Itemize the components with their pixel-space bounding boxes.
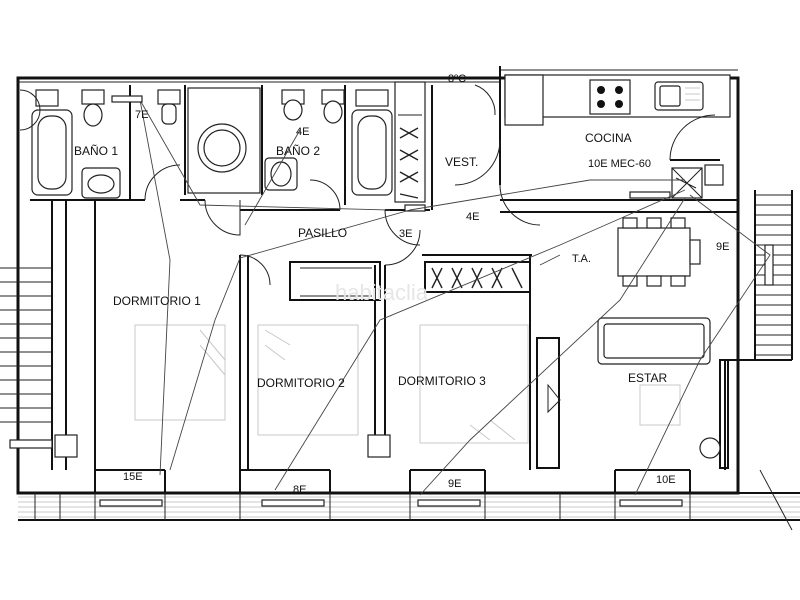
label-bano2-outlet: 4E: [296, 126, 309, 138]
vent-grilles: [99, 95, 683, 507]
facade-hatch: [18, 493, 800, 520]
label-bano1: BAÑO 1: [74, 144, 118, 158]
label-dormitorio2-outlet: 8E: [293, 484, 306, 496]
bedroom-furniture: [9, 324, 721, 459]
interior-walls: [30, 85, 738, 493]
label-dormitorio3: DORMITORIO 3: [398, 374, 486, 388]
right-stairs: [720, 190, 793, 531]
hvac-labels: 7E 4E 8ºC 10E MEC-60 4E 3E T.A. 9E 15E 8…: [123, 73, 729, 496]
label-pasillo-outlet-b: 3E: [399, 228, 412, 240]
living-furniture: [597, 217, 711, 365]
label-dormitorio2: DORMITORIO 2: [257, 376, 345, 390]
door-swings: [19, 84, 716, 286]
label-bano1-outlet: 7E: [135, 109, 148, 121]
label-estar: ESTAR: [628, 371, 667, 385]
label-cocina: COCINA: [585, 131, 632, 145]
label-pasillo: PASILLO: [298, 226, 347, 240]
label-dormitorio1: DORMITORIO 1: [113, 294, 201, 308]
hvac-duct-lines: [114, 98, 771, 496]
label-estar-outlet: 9E: [716, 241, 729, 253]
label-estar-window-outlet: 10E: [656, 474, 676, 486]
label-vestibulo-temp: 8ºC: [448, 73, 466, 85]
label-vestibulo: VEST.: [445, 155, 478, 169]
kitchen-fixtures: [404, 74, 774, 286]
left-stairs: [0, 200, 67, 470]
room-labels: BAÑO 1 BAÑO 2 VEST. COCINA PASILLO DORMI…: [74, 131, 667, 390]
wardrobe-hangers: [399, 127, 523, 289]
label-dormitorio1-outlet: 15E: [123, 471, 143, 483]
label-dormitorio3-outlet: 9E: [448, 478, 461, 490]
watermark: habitaclia: [335, 280, 429, 305]
label-thermostat: T.A.: [572, 253, 591, 265]
label-cocina-unit: 10E MEC-60: [588, 158, 651, 170]
label-pasillo-outlet-a: 4E: [466, 211, 479, 223]
label-bano2: BAÑO 2: [276, 144, 320, 158]
bathroom-fixtures: [31, 81, 426, 203]
